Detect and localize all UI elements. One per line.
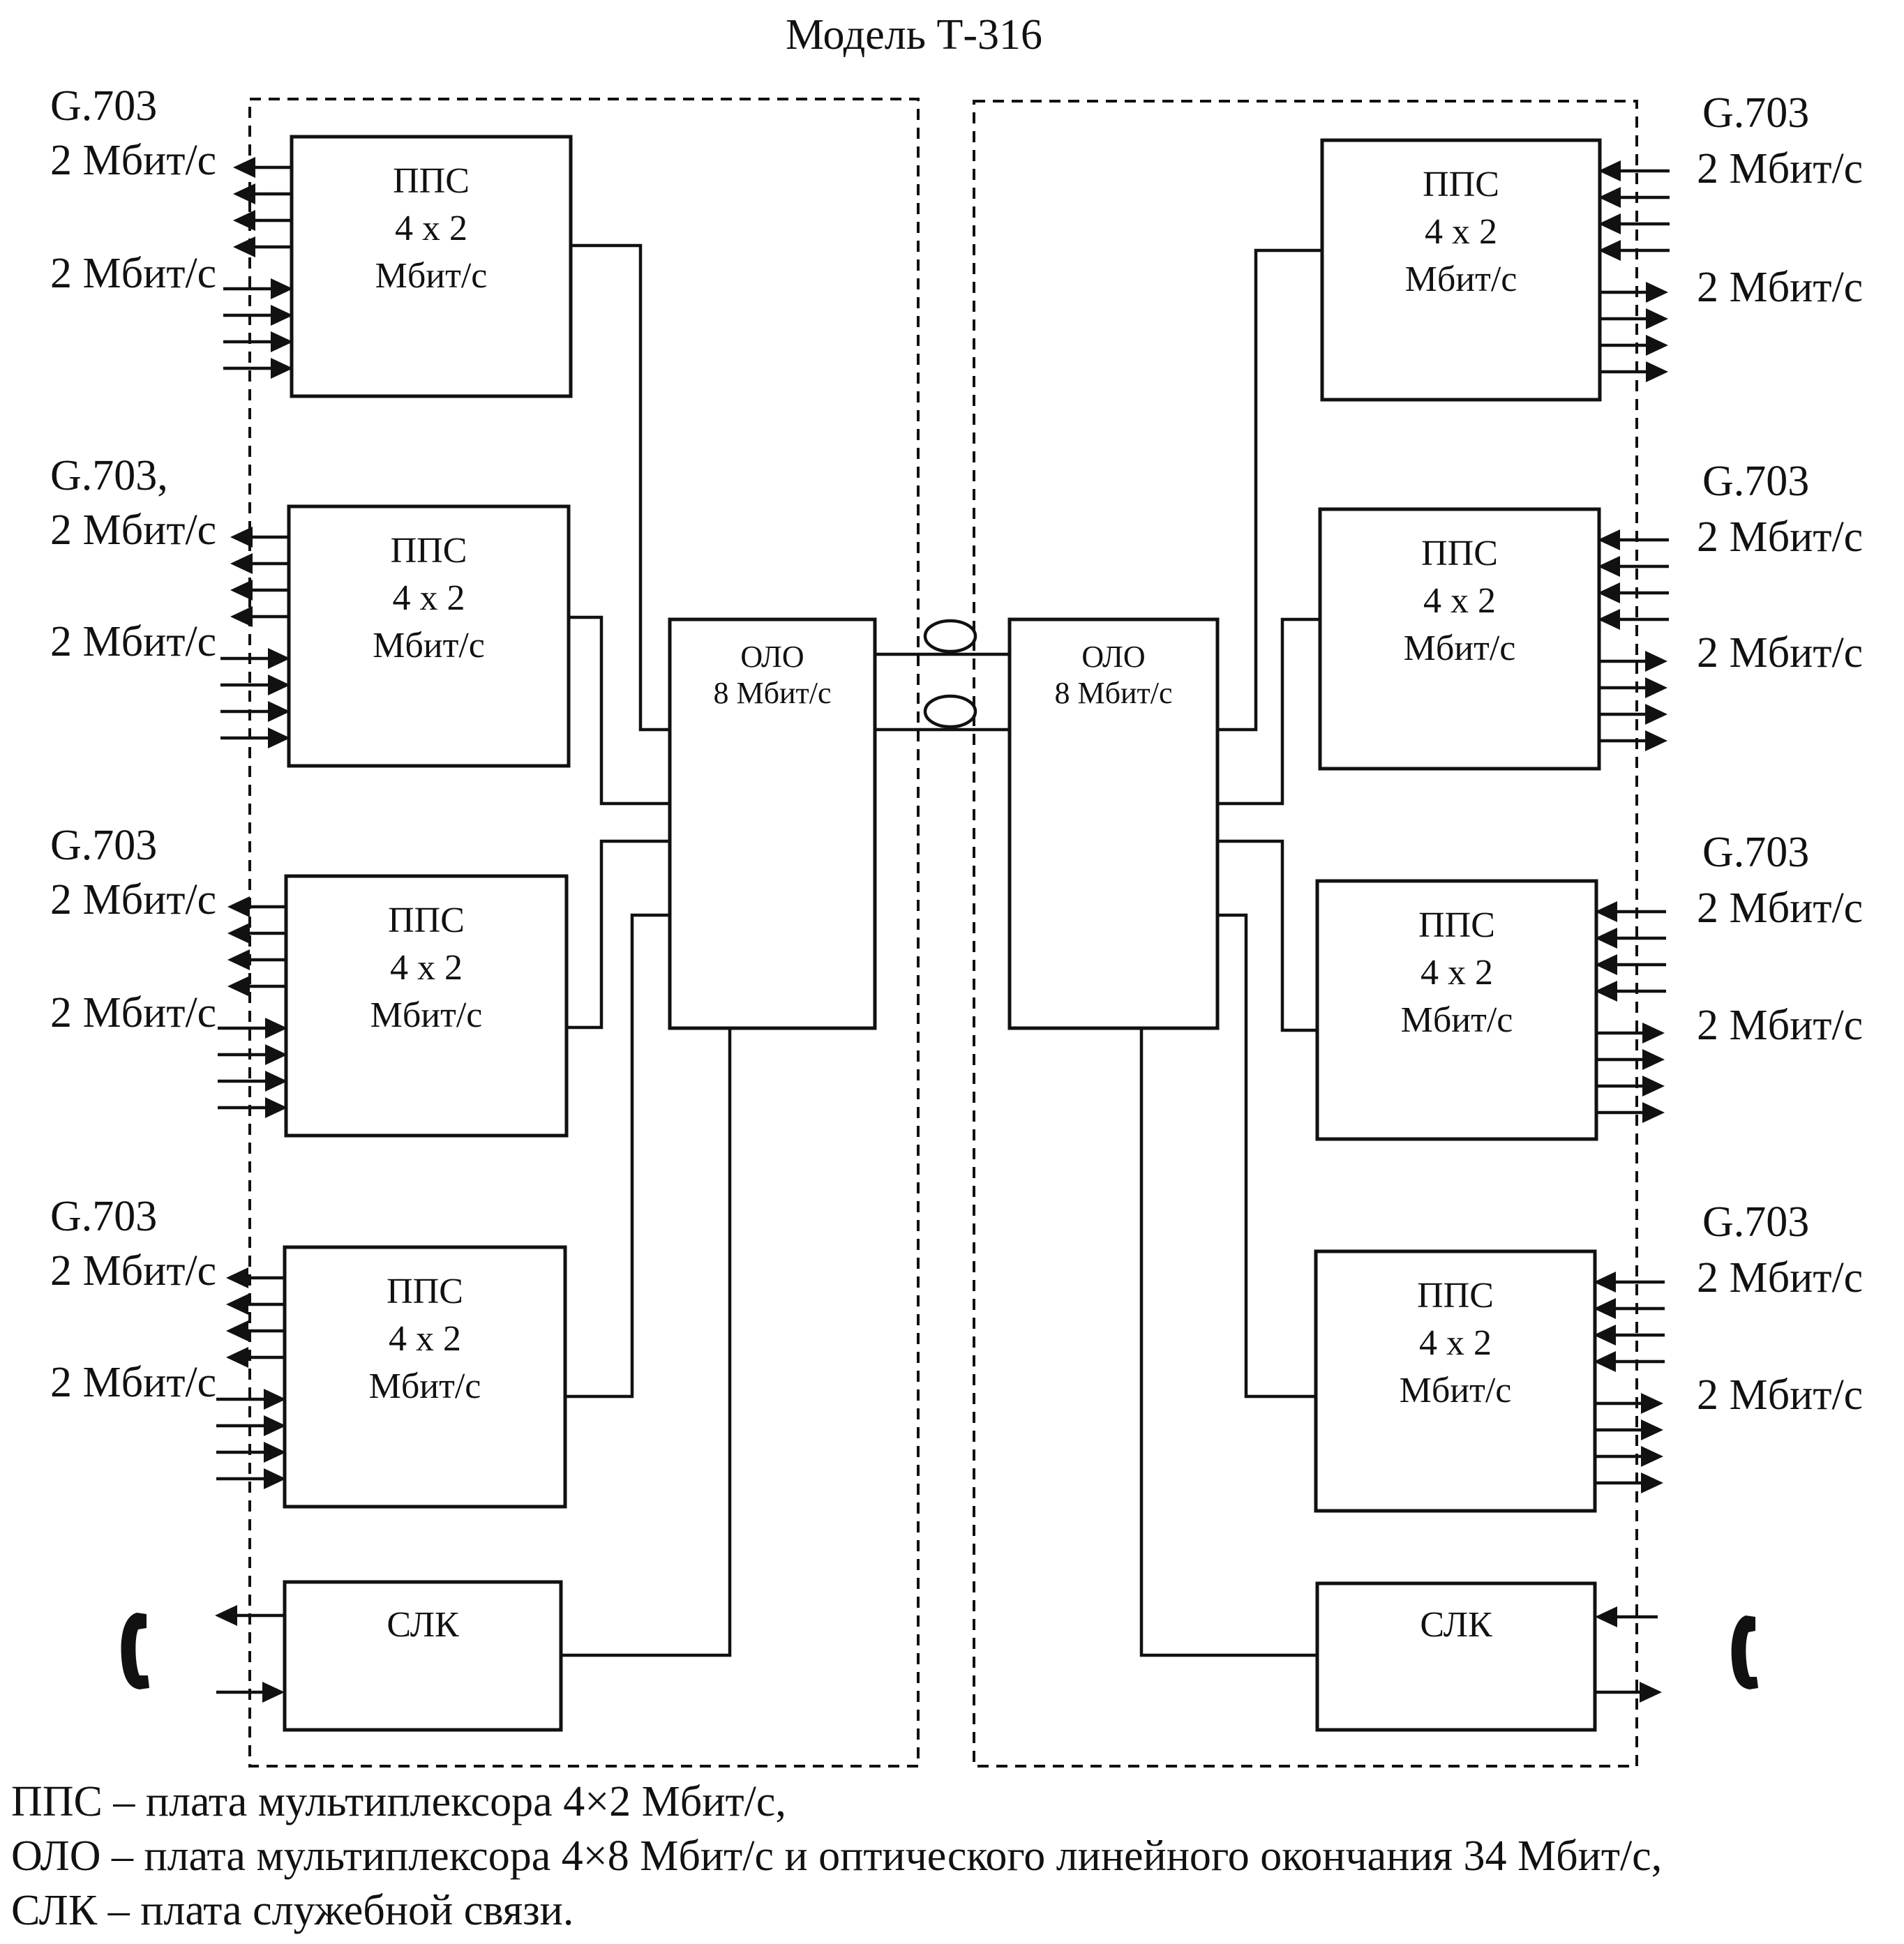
right-pps-board-2 bbox=[1318, 507, 1601, 771]
left-slk-label: СЛК bbox=[387, 1605, 459, 1645]
left-port-label-1: G.703 bbox=[50, 82, 157, 130]
left-pps-label-2-line2: 4 х 2 bbox=[393, 578, 465, 618]
left-port-label-6: 2 Мбит/с bbox=[50, 618, 216, 665]
right-telephone-handset-icon bbox=[1731, 1615, 1758, 1689]
left-pps-label-3-line2: 4 х 2 bbox=[390, 948, 463, 988]
optical-link bbox=[875, 619, 1010, 732]
left-port-label-3: 2 Мбит/с bbox=[50, 250, 216, 297]
right-pps-label-3-line3: Мбит/с bbox=[1401, 1000, 1513, 1040]
right-port-label-6: 2 Мбит/с bbox=[1697, 629, 1863, 677]
right-pps-label-3-line1: ППС bbox=[1418, 905, 1495, 945]
left-pps-board-1 bbox=[290, 135, 573, 398]
left-port-arrows bbox=[216, 157, 293, 1489]
right-olo-label: ОЛО bbox=[1081, 640, 1145, 674]
right-pps-label-2-line1: ППС bbox=[1421, 534, 1498, 573]
left-olo-label: ОЛО bbox=[740, 640, 804, 674]
right-port-label-10: G.703 bbox=[1702, 1198, 1809, 1246]
left-olo-board bbox=[668, 617, 877, 1030]
right-pps-label-3-line2: 4 х 2 bbox=[1420, 953, 1493, 993]
right-internal-wires bbox=[1139, 248, 1322, 1657]
left-pps-board-4 bbox=[283, 1245, 567, 1509]
right-slk-arrows bbox=[1595, 1606, 1662, 1703]
left-pps-label-1-line1: ППС bbox=[393, 161, 470, 201]
left-pps-label-4-line2: 4 х 2 bbox=[389, 1319, 461, 1359]
left-port-label-5: 2 Мбит/с bbox=[50, 506, 216, 554]
left-pps-label-3-line3: Мбит/с bbox=[370, 995, 483, 1035]
left-pps-board-2 bbox=[287, 504, 571, 768]
left-pps-label-4-line3: Мбит/с bbox=[369, 1366, 481, 1406]
right-pps-label-1-line3: Мбит/с bbox=[1405, 259, 1517, 299]
right-pps-board-4 bbox=[1314, 1249, 1597, 1513]
left-port-label-2: 2 Мбит/с bbox=[50, 137, 216, 184]
legend-line-olo: ОЛО – плата мультиплексора 4×8 Мбит/с и … bbox=[11, 1832, 1663, 1880]
diagram-title: Модель Т-316 bbox=[786, 11, 1042, 59]
right-port-label-12: 2 Мбит/с bbox=[1697, 1371, 1863, 1419]
right-port-label-7: G.703 bbox=[1702, 829, 1809, 876]
right-port-label-11: 2 Мбит/с bbox=[1697, 1254, 1863, 1302]
right-port-label-4: G.703 bbox=[1702, 458, 1809, 505]
left-port-label-11: 2 Мбит/с bbox=[50, 1247, 216, 1295]
left-port-label-12: 2 Мбит/с bbox=[50, 1359, 216, 1406]
right-pps-board-3 bbox=[1315, 879, 1598, 1141]
left-olo-rate: 8 Мбит/с bbox=[713, 676, 831, 710]
right-pps-label-4-line3: Мбит/с bbox=[1400, 1371, 1512, 1410]
right-pps-board-1 bbox=[1320, 138, 1602, 402]
left-pps-label-1-line2: 4 х 2 bbox=[395, 209, 467, 248]
left-port-label-10: G.703 bbox=[50, 1193, 157, 1240]
legend-line-slk: СЛК – плата служебной связи. bbox=[11, 1887, 574, 1934]
right-port-label-8: 2 Мбит/с bbox=[1697, 884, 1863, 932]
left-slk-board bbox=[283, 1580, 563, 1732]
left-port-label-7: G.703 bbox=[50, 822, 157, 869]
left-pps-label-2-line3: Мбит/с bbox=[373, 626, 485, 665]
fiber-loop-icon bbox=[923, 619, 977, 654]
right-pps-label-2-line2: 4 х 2 bbox=[1423, 581, 1496, 621]
left-internal-wires bbox=[561, 243, 732, 1657]
left-pps-board-3 bbox=[284, 874, 569, 1138]
left-pps-label-1-line3: Мбит/с bbox=[375, 256, 488, 296]
left-pps-label-2-line1: ППС bbox=[391, 531, 467, 571]
right-pps-label-1-line2: 4 х 2 bbox=[1425, 212, 1497, 252]
left-port-label-8: 2 Мбит/с bbox=[50, 876, 216, 924]
left-telephone-handset-icon bbox=[121, 1613, 149, 1689]
right-pps-label-4-line2: 4 х 2 bbox=[1419, 1323, 1492, 1363]
right-port-arrows bbox=[1594, 160, 1670, 1493]
right-port-label-1: G.703 bbox=[1702, 89, 1809, 137]
right-port-label-5: 2 Мбит/с bbox=[1697, 513, 1863, 561]
left-slk-arrows bbox=[215, 1605, 285, 1703]
right-olo-board bbox=[1007, 617, 1220, 1030]
right-terminal-frame bbox=[973, 100, 1638, 1768]
right-slk-label: СЛК bbox=[1420, 1605, 1492, 1645]
right-port-label-9: 2 Мбит/с bbox=[1697, 1002, 1863, 1049]
right-pps-label-1-line1: ППС bbox=[1423, 165, 1499, 204]
left-pps-label-3-line1: ППС bbox=[388, 901, 465, 940]
fiber-loop-icon bbox=[923, 694, 977, 729]
right-pps-label-2-line3: Мбит/с bbox=[1404, 628, 1516, 668]
legend-line-pps: ППС – плата мультиплексора 4×2 Мбит/с, bbox=[11, 1778, 786, 1825]
left-pps-label-4-line1: ППС bbox=[387, 1272, 463, 1311]
right-slk-board bbox=[1315, 1581, 1597, 1732]
left-port-label-4: G.703, bbox=[50, 452, 168, 499]
right-olo-rate: 8 Мбит/с bbox=[1054, 676, 1172, 710]
right-pps-label-4-line1: ППС bbox=[1417, 1276, 1494, 1316]
right-port-label-2: 2 Мбит/с bbox=[1697, 145, 1863, 193]
left-port-label-9: 2 Мбит/с bbox=[50, 989, 216, 1037]
right-port-label-3: 2 Мбит/с bbox=[1697, 264, 1863, 311]
